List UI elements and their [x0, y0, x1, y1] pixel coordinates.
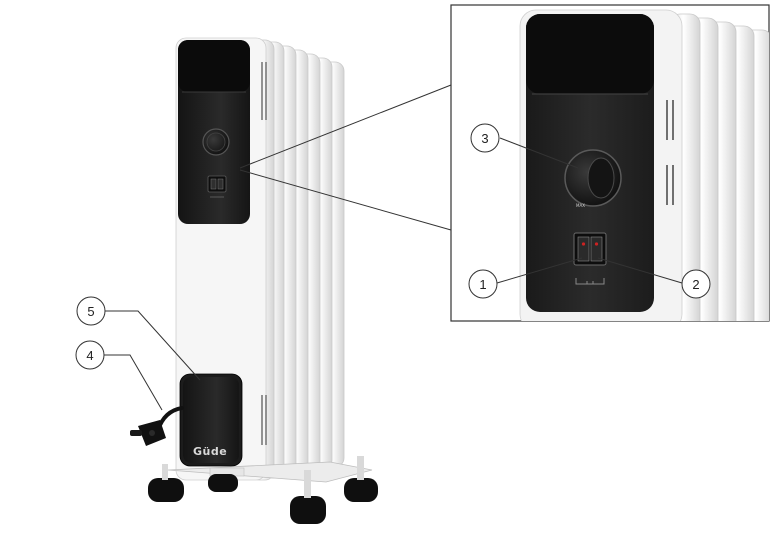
heater: Güde	[130, 37, 378, 524]
callout-number: 2	[692, 277, 699, 292]
callout-5: 5	[76, 296, 106, 326]
power-cord	[130, 406, 184, 446]
detail-vents	[666, 100, 674, 205]
caster-wheel	[344, 456, 378, 502]
dial-marking: MAX	[576, 203, 585, 208]
base-feet	[148, 456, 378, 524]
side-vents	[261, 62, 267, 445]
caster-wheel	[208, 474, 238, 492]
caster-wheel	[290, 470, 326, 524]
detail-switches[interactable]	[573, 232, 607, 285]
callouts	[104, 137, 683, 411]
caster-wheel	[148, 464, 184, 502]
detail-view: MAX	[450, 4, 770, 322]
rocker-switches[interactable]	[207, 175, 227, 198]
callout-3: 3	[470, 123, 500, 153]
callout-number: 4	[86, 348, 93, 363]
callout-4: 4	[75, 340, 105, 370]
callout-number: 3	[481, 131, 488, 146]
callout-2: 2	[681, 269, 711, 299]
brand-label: Güde	[193, 445, 227, 458]
thermostat-dial[interactable]	[202, 128, 230, 156]
detail-thermostat-dial[interactable]: MAX	[564, 149, 622, 208]
callout-number: 1	[479, 277, 486, 292]
zoom-lines	[239, 84, 452, 231]
callout-number: 5	[87, 304, 94, 319]
control-housing: Güde	[179, 373, 243, 467]
callout-1: 1	[468, 269, 498, 299]
